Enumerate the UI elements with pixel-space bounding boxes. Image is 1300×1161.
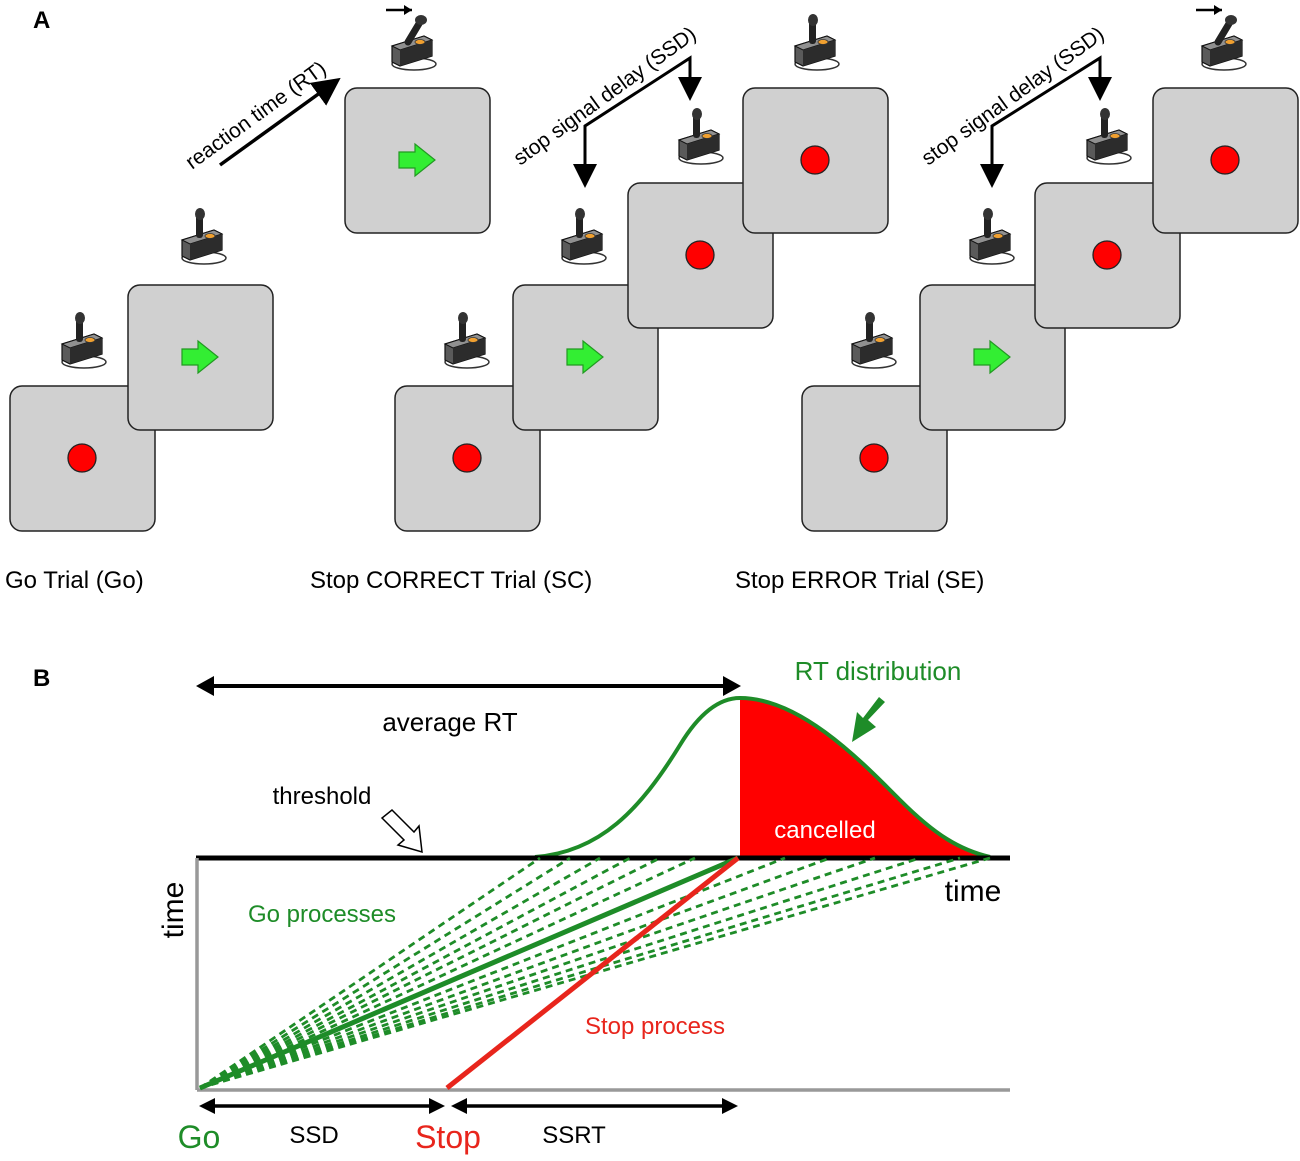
ssd-label: SSD <box>289 1122 338 1149</box>
joystick-icon <box>794 13 840 71</box>
se-final-screen <box>1152 87 1299 234</box>
panel-a-label: A <box>33 7 50 34</box>
rt-arrow <box>218 77 341 167</box>
go-process-line <box>199 856 876 1090</box>
joystick-icon <box>61 311 107 369</box>
stop-marker: Stop <box>415 1119 481 1155</box>
ssd-label-sc: stop signal delay (SSD) <box>509 22 700 170</box>
go-marker: Go <box>178 1119 221 1155</box>
joystick-icon <box>561 207 607 265</box>
go-process-line <box>199 856 831 1090</box>
y-axis-label: time <box>157 882 190 939</box>
go-process-line <box>199 856 571 1090</box>
joystick-icon <box>444 311 490 369</box>
rt-distribution-curve <box>534 695 991 859</box>
rt-distribution-label: RT distribution <box>795 656 962 686</box>
go-process-line <box>199 856 786 1090</box>
go-process-line <box>199 856 541 1090</box>
cancelled-label: cancelled <box>774 817 875 844</box>
panel-b-label: B <box>33 665 50 692</box>
go-response-screen <box>344 87 491 234</box>
threshold-label: threshold <box>273 783 372 810</box>
joystick-icon <box>181 207 227 265</box>
rt-arrow-label: reaction time (RT) <box>181 57 330 174</box>
threshold-pointer-icon <box>380 808 423 854</box>
go-process-line <box>199 856 631 1090</box>
se-trial-sequence: stop signal delay (SSD) <box>801 5 1299 532</box>
joystick-moved-icon <box>1196 5 1246 70</box>
x-axis-label: time <box>945 875 1002 908</box>
go-stimulus-screen <box>127 284 274 431</box>
go-process-line <box>199 856 601 1090</box>
go-process-line <box>199 856 961 1090</box>
sc-trial-caption: Stop CORRECT Trial (SC) <box>310 567 592 594</box>
go-processes-label: Go processes <box>248 901 396 928</box>
joystick-moved-icon <box>386 5 436 70</box>
joystick-icon <box>678 107 724 165</box>
stop-process-label: Stop process <box>585 1013 725 1040</box>
ssd-label-se: stop signal delay (SSD) <box>917 22 1108 170</box>
rt-distribution-pointer-icon <box>852 697 885 742</box>
sc-final-screen <box>742 87 889 234</box>
go-process-line <box>199 856 696 1090</box>
go-process-line <box>199 856 921 1090</box>
go-process-line <box>199 856 661 1090</box>
se-trial-caption: Stop ERROR Trial (SE) <box>735 567 984 594</box>
go-processes-lines <box>199 856 991 1090</box>
joystick-icon <box>969 207 1015 265</box>
stop-process-line <box>445 856 740 1090</box>
go-trial-caption: Go Trial (Go) <box>5 567 144 594</box>
joystick-icon <box>1086 107 1132 165</box>
ssrt-label: SSRT <box>542 1122 606 1149</box>
cancelled-area <box>740 698 990 857</box>
joystick-icon <box>851 311 897 369</box>
average-go-process <box>199 855 739 1091</box>
average-rt-label: average RT <box>382 707 517 737</box>
